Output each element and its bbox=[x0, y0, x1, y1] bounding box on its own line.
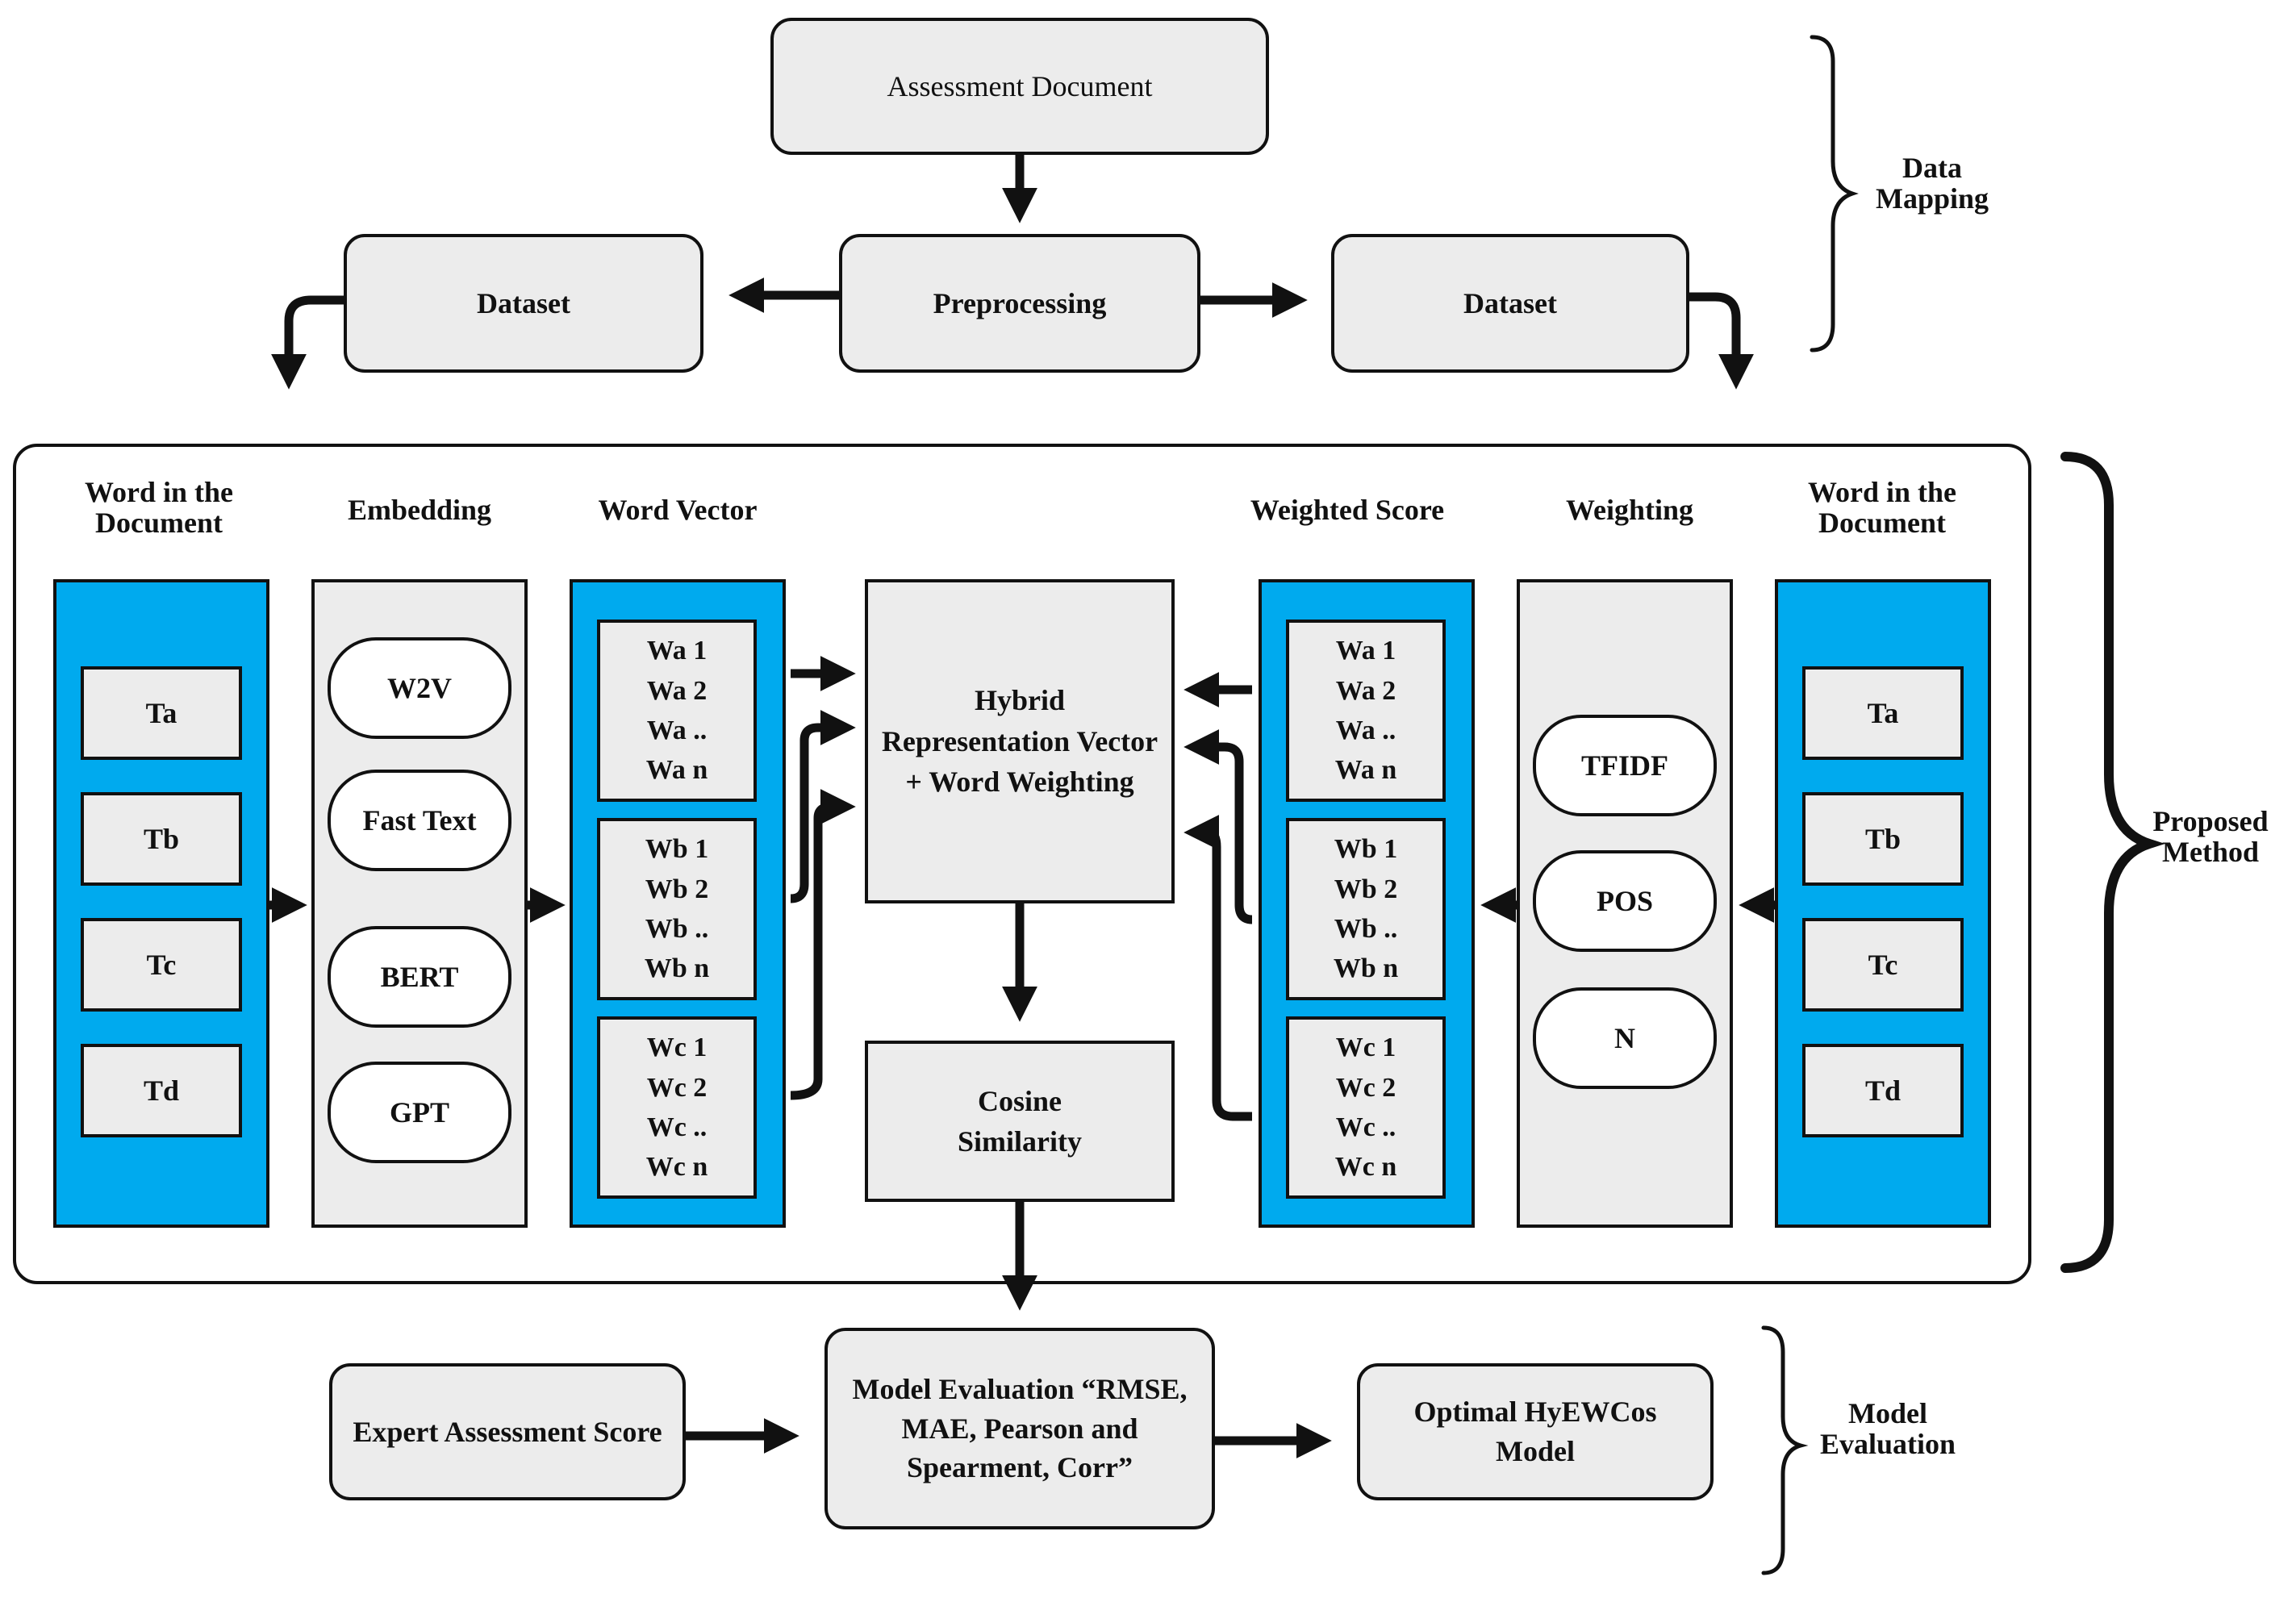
arrow-word-vector-b-to-hybrid bbox=[790, 710, 856, 903]
arrow-dataset-left-down bbox=[271, 295, 344, 390]
expert-assessment-score-box: Expert Assessment Score bbox=[329, 1363, 686, 1500]
dataset-right-box: Dataset bbox=[1331, 234, 1689, 373]
proposed-method-label: Proposed Method bbox=[2152, 805, 2269, 868]
arrow-word-vector-c-to-hybrid bbox=[790, 789, 856, 1100]
model-evaluation-box: Model Evaluation “RMSE, MAE, Pearson and… bbox=[824, 1328, 1215, 1529]
word-vector-group-a: Wa 1 Wa 2 Wa .. Wa n bbox=[597, 620, 757, 802]
header-word-in-document-left: Word in the Document bbox=[84, 476, 234, 539]
embedding-gpt: GPT bbox=[328, 1062, 511, 1163]
dataset-right-label: Dataset bbox=[1463, 286, 1557, 319]
assessment-document-box: Assessment Document bbox=[770, 18, 1269, 155]
header-weighted-score: Weighted Score bbox=[1250, 494, 1445, 526]
cosine-similarity-box: Cosine Similarity bbox=[865, 1041, 1175, 1202]
token-td-right: Td bbox=[1802, 1044, 1964, 1137]
arrow-weighted-c-to-hybrid bbox=[1183, 815, 1252, 1121]
token-td-left: Td bbox=[81, 1044, 242, 1137]
embedding-fasttext: Fast Text bbox=[328, 770, 511, 871]
header-word-vector: Word Vector bbox=[598, 494, 758, 526]
dataset-left-box: Dataset bbox=[344, 234, 703, 373]
weighting-n: N bbox=[1533, 987, 1717, 1089]
dataset-left-label: Dataset bbox=[477, 286, 570, 319]
header-weighting: Weighting bbox=[1565, 494, 1694, 526]
header-word-in-document-right: Word in the Document bbox=[1807, 476, 1957, 539]
token-tb-left: Tb bbox=[81, 792, 242, 886]
embedding-w2v: W2V bbox=[328, 637, 511, 739]
token-ta-left: Ta bbox=[81, 666, 242, 760]
weighted-score-group-b: Wb 1 Wb 2 Wb .. Wb n bbox=[1286, 818, 1446, 1000]
brace-proposed-method bbox=[2060, 452, 2165, 1273]
arrow-dataset-right-down bbox=[1689, 292, 1754, 390]
token-tb-right: Tb bbox=[1802, 792, 1964, 886]
brace-data-mapping bbox=[1810, 35, 1859, 353]
token-ta-right: Ta bbox=[1802, 666, 1964, 760]
preprocessing-label: Preprocessing bbox=[933, 286, 1107, 319]
preprocessing-box: Preprocessing bbox=[839, 234, 1200, 373]
weighted-score-group-c: Wc 1 Wc 2 Wc .. Wc n bbox=[1286, 1016, 1446, 1199]
header-embedding: Embedding bbox=[347, 494, 492, 526]
weighting-tfidf: TFIDF bbox=[1533, 715, 1717, 816]
model-evaluation-label: Model Evaluation bbox=[1819, 1397, 1956, 1460]
token-tc-left: Tc bbox=[81, 918, 242, 1012]
weighted-score-group-a: Wa 1 Wa 2 Wa .. Wa n bbox=[1286, 620, 1446, 802]
word-vector-group-b: Wb 1 Wb 2 Wb .. Wb n bbox=[597, 818, 757, 1000]
token-tc-right: Tc bbox=[1802, 918, 1964, 1012]
data-mapping-label: Data Mapping bbox=[1875, 152, 1989, 215]
assessment-document-label: Assessment Document bbox=[887, 69, 1153, 102]
embedding-bert: BERT bbox=[328, 926, 511, 1028]
weighting-pos: POS bbox=[1533, 850, 1717, 952]
hybrid-representation-box: Hybrid Representation Vector + Word Weig… bbox=[865, 579, 1175, 903]
arrow-weighted-b-to-hybrid bbox=[1183, 729, 1253, 924]
optimal-model-box: Optimal HyEWCos Model bbox=[1357, 1363, 1714, 1500]
brace-model-evaluation bbox=[1761, 1325, 1809, 1575]
word-vector-group-c: Wc 1 Wc 2 Wc .. Wc n bbox=[597, 1016, 757, 1199]
